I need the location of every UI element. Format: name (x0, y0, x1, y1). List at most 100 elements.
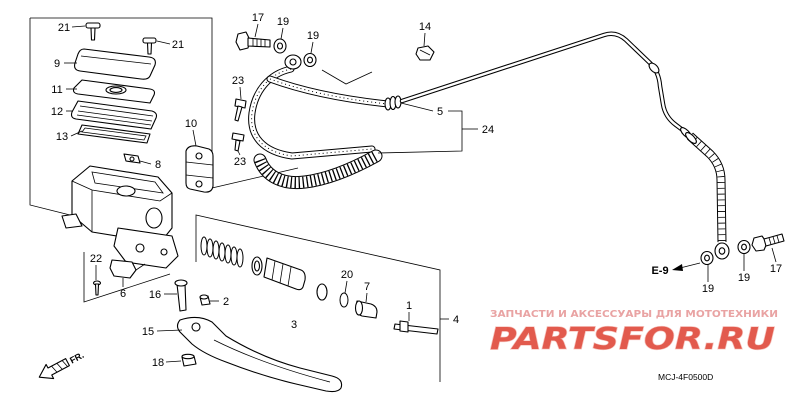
plate-hole (109, 87, 123, 93)
clutch-pipe (399, 31, 730, 260)
push-rod (393, 320, 439, 335)
sealing-washer-19-d (737, 239, 751, 255)
part-label: 19 (702, 283, 714, 295)
bolt-shaft (234, 105, 243, 122)
clamp-bolt-23-bottom (231, 132, 245, 152)
screw-21-top (85, 22, 101, 41)
part-label: 24 (482, 124, 494, 136)
reservoir-group-frame-left (29, 18, 71, 216)
part-label: 20 (341, 269, 353, 281)
part-label: 6 (120, 288, 126, 300)
cap-outline (74, 48, 156, 80)
part-label: 16 (149, 289, 161, 301)
clamp-outline (185, 145, 214, 193)
diaphragm (70, 100, 158, 130)
bolt-head (231, 132, 245, 142)
switch-group-frame (83, 252, 171, 303)
part-label: 7 (364, 281, 370, 293)
leader-line (365, 292, 368, 303)
sight-plate-hole (129, 156, 135, 162)
bolt-hex-head (751, 235, 768, 252)
clamp-bolt-23-top (234, 98, 247, 122)
reservoir-rim (91, 171, 164, 194)
leader-line (139, 160, 152, 165)
part-labels: 21 21 9 11 12 13 8 10 23 23 17 19 19 14 … (51, 12, 782, 369)
thread-lines (768, 235, 780, 245)
bracket-hole (135, 243, 145, 253)
part-label: 5 (437, 106, 443, 118)
leader-line (310, 41, 314, 54)
hose-banjo-hole (289, 58, 297, 66)
sealing-washer-19-b (303, 52, 317, 68)
spring-coil (218, 242, 226, 262)
spring-coil (212, 240, 220, 260)
part-label: 21 (172, 39, 184, 51)
hose-group-frame-wedge (321, 69, 373, 85)
pipe-clip (415, 45, 435, 61)
piston-set (200, 236, 378, 319)
push-rod-nut (399, 320, 409, 333)
clamp-hole-bottom (195, 180, 203, 188)
leader-bracket (377, 110, 463, 154)
washer-hole (276, 42, 284, 50)
spring-coil (224, 244, 232, 264)
leader-line (239, 86, 242, 100)
sleeve-fill (687, 133, 726, 243)
thread-lines (252, 38, 266, 47)
pivot-bolt-head (174, 279, 188, 287)
part-label: 19 (738, 272, 750, 284)
screw-head (142, 37, 157, 44)
bolt-threads (247, 37, 271, 48)
part-label: 12 (51, 106, 63, 118)
reference-arrow-shaft (679, 262, 701, 269)
pipe-banjo-hole (718, 247, 726, 255)
part-label: 3 (291, 319, 297, 331)
arrow-hatching (51, 360, 68, 373)
switch-body (109, 259, 137, 279)
master-cylinder-body (61, 165, 179, 269)
part-label: 17 (770, 263, 782, 275)
sealing-washer-19-c (700, 250, 714, 266)
screw-shaft (94, 283, 100, 296)
lever-edge (213, 339, 331, 383)
part-label: 23 (234, 156, 246, 168)
pivot-nut (199, 294, 211, 306)
pipe-fill (400, 32, 690, 136)
washer-hole (704, 254, 710, 262)
leader-line (254, 23, 259, 38)
watermark: ЗАПЧАСТИ И АКСЕССУАРЫ ДЛЯ МОТОТЕХНИКИ PA… (489, 309, 778, 358)
dust-cap-top (181, 353, 195, 360)
part-label: 19 (277, 16, 289, 28)
dust-boot-end (354, 300, 364, 316)
catalog-code: MCJ-4F0500D (658, 372, 713, 382)
screw-shaft (146, 42, 153, 55)
part-label: 14 (419, 21, 431, 33)
cap-edge (80, 55, 152, 65)
leader-line (344, 280, 348, 294)
piston-grooves (271, 260, 292, 287)
part-label: 2 (223, 296, 229, 308)
watermark-logo: PARTSFOR.RU (490, 322, 775, 357)
cylinder-bore (145, 207, 163, 229)
part-label: 10 (185, 118, 197, 130)
banjo-bolt-17-right (751, 233, 785, 252)
banjo-bolt-17-top (235, 31, 271, 51)
part-label: 1 (406, 300, 412, 312)
bolt-hex-head (235, 31, 251, 51)
pipe-outline (399, 31, 691, 137)
hose-spring-guard-fill (254, 150, 382, 189)
leader-line (280, 27, 284, 40)
leader-line (156, 40, 171, 45)
reservoir-gasket (77, 124, 151, 144)
hose-upper-fill (267, 76, 391, 107)
part-label: 9 (54, 58, 60, 70)
clutch-hose (248, 54, 392, 190)
part-label: 19 (307, 30, 319, 42)
part-label: 13 (56, 131, 68, 143)
lever-outline (176, 316, 343, 393)
part-label: 17 (252, 12, 264, 24)
leader-line (237, 150, 241, 156)
frame-lines (29, 17, 441, 382)
reservoir-port (116, 185, 136, 197)
screw-21-right (142, 37, 157, 55)
